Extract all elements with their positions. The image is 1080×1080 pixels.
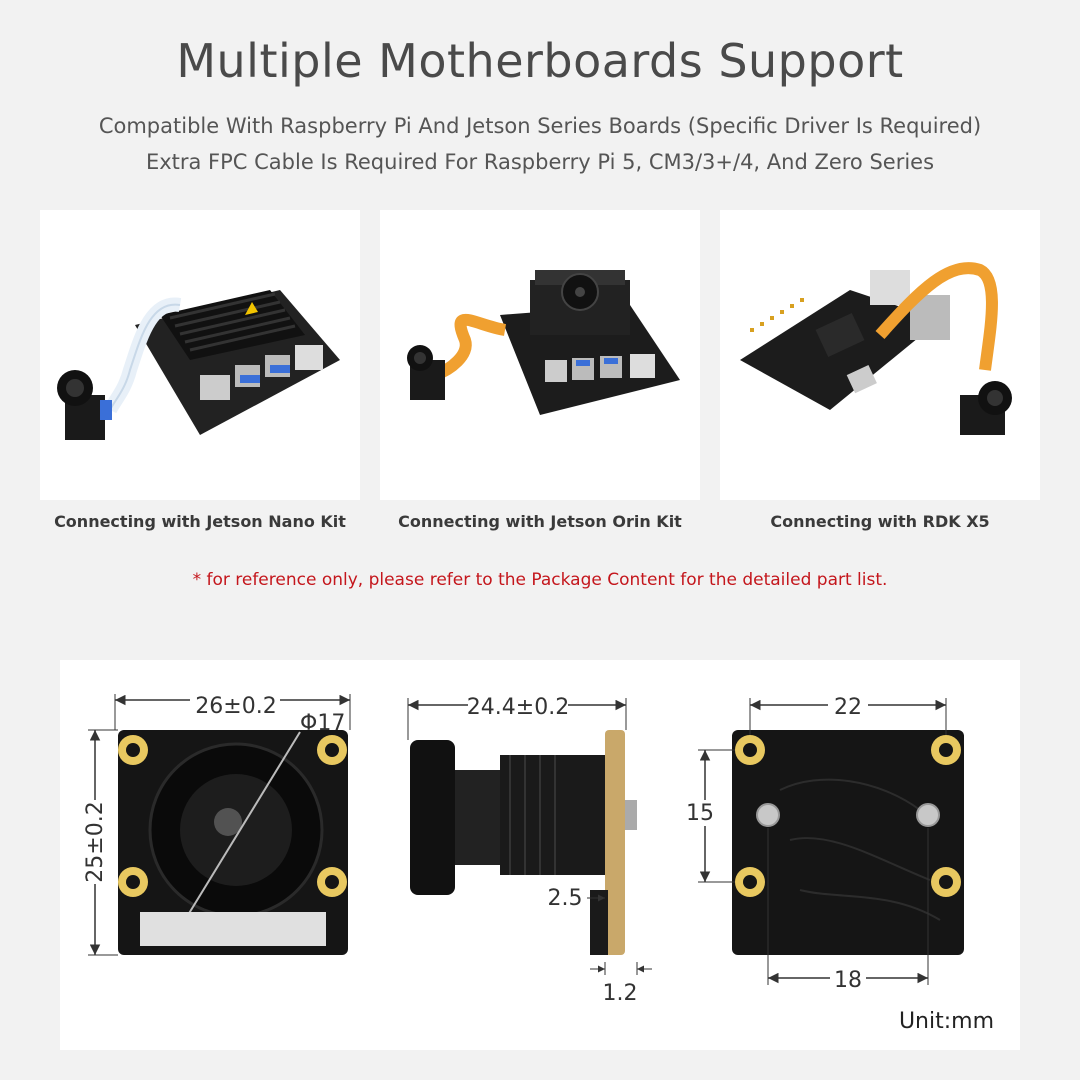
jetson-orin-illustration: [407, 270, 680, 415]
side-length-label: 24.4±0.2: [467, 695, 569, 720]
back-view: 22 15 18: [682, 694, 964, 993]
jetson-nano-illustration: [57, 290, 340, 440]
side-thickness-label: 1.2: [603, 981, 638, 1006]
rdk-x5-illustration: [740, 262, 1012, 435]
front-view: 26±0.2 25±0.2 Φ17: [82, 690, 351, 956]
front-width-label: 26±0.2: [195, 694, 276, 719]
reference-note: * for reference only, please refer to th…: [192, 570, 888, 590]
jetson-orin-image: [380, 210, 700, 500]
jetson-nano-image: [40, 210, 360, 500]
caption-jetson-orin: Connecting with Jetson Orin Kit: [398, 512, 682, 531]
lens-diameter-label: Φ17: [300, 711, 345, 736]
page-title: Multiple Motherboards Support: [176, 34, 904, 88]
dimension-drawing: 26±0.2 25±0.2 Φ17 24.4±0.2 2.5: [60, 660, 1020, 1050]
back-hole-height-label: 15: [686, 801, 714, 826]
side-offset-label: 2.5: [548, 886, 583, 911]
side-view: 24.4±0.2 2.5 1.2: [407, 694, 652, 1006]
caption-jetson-nano: Connecting with Jetson Nano Kit: [54, 512, 346, 531]
back-screw-spacing-label: 18: [834, 968, 862, 993]
unit-label: Unit:mm: [898, 1009, 994, 1034]
back-hole-width-label: 22: [834, 695, 862, 720]
subtitle-compatibility: Compatible With Raspberry Pi And Jetson …: [98, 114, 982, 138]
subtitle-fpc-cable: Extra FPC Cable Is Required For Raspberr…: [145, 150, 935, 174]
front-height-label: 25±0.2: [83, 801, 108, 882]
caption-rdk-x5: Connecting with RDK X5: [770, 512, 990, 531]
rdk-x5-image: [720, 210, 1040, 500]
dimension-svg: 26±0.2 25±0.2 Φ17 24.4±0.2 2.5: [82, 690, 964, 1006]
